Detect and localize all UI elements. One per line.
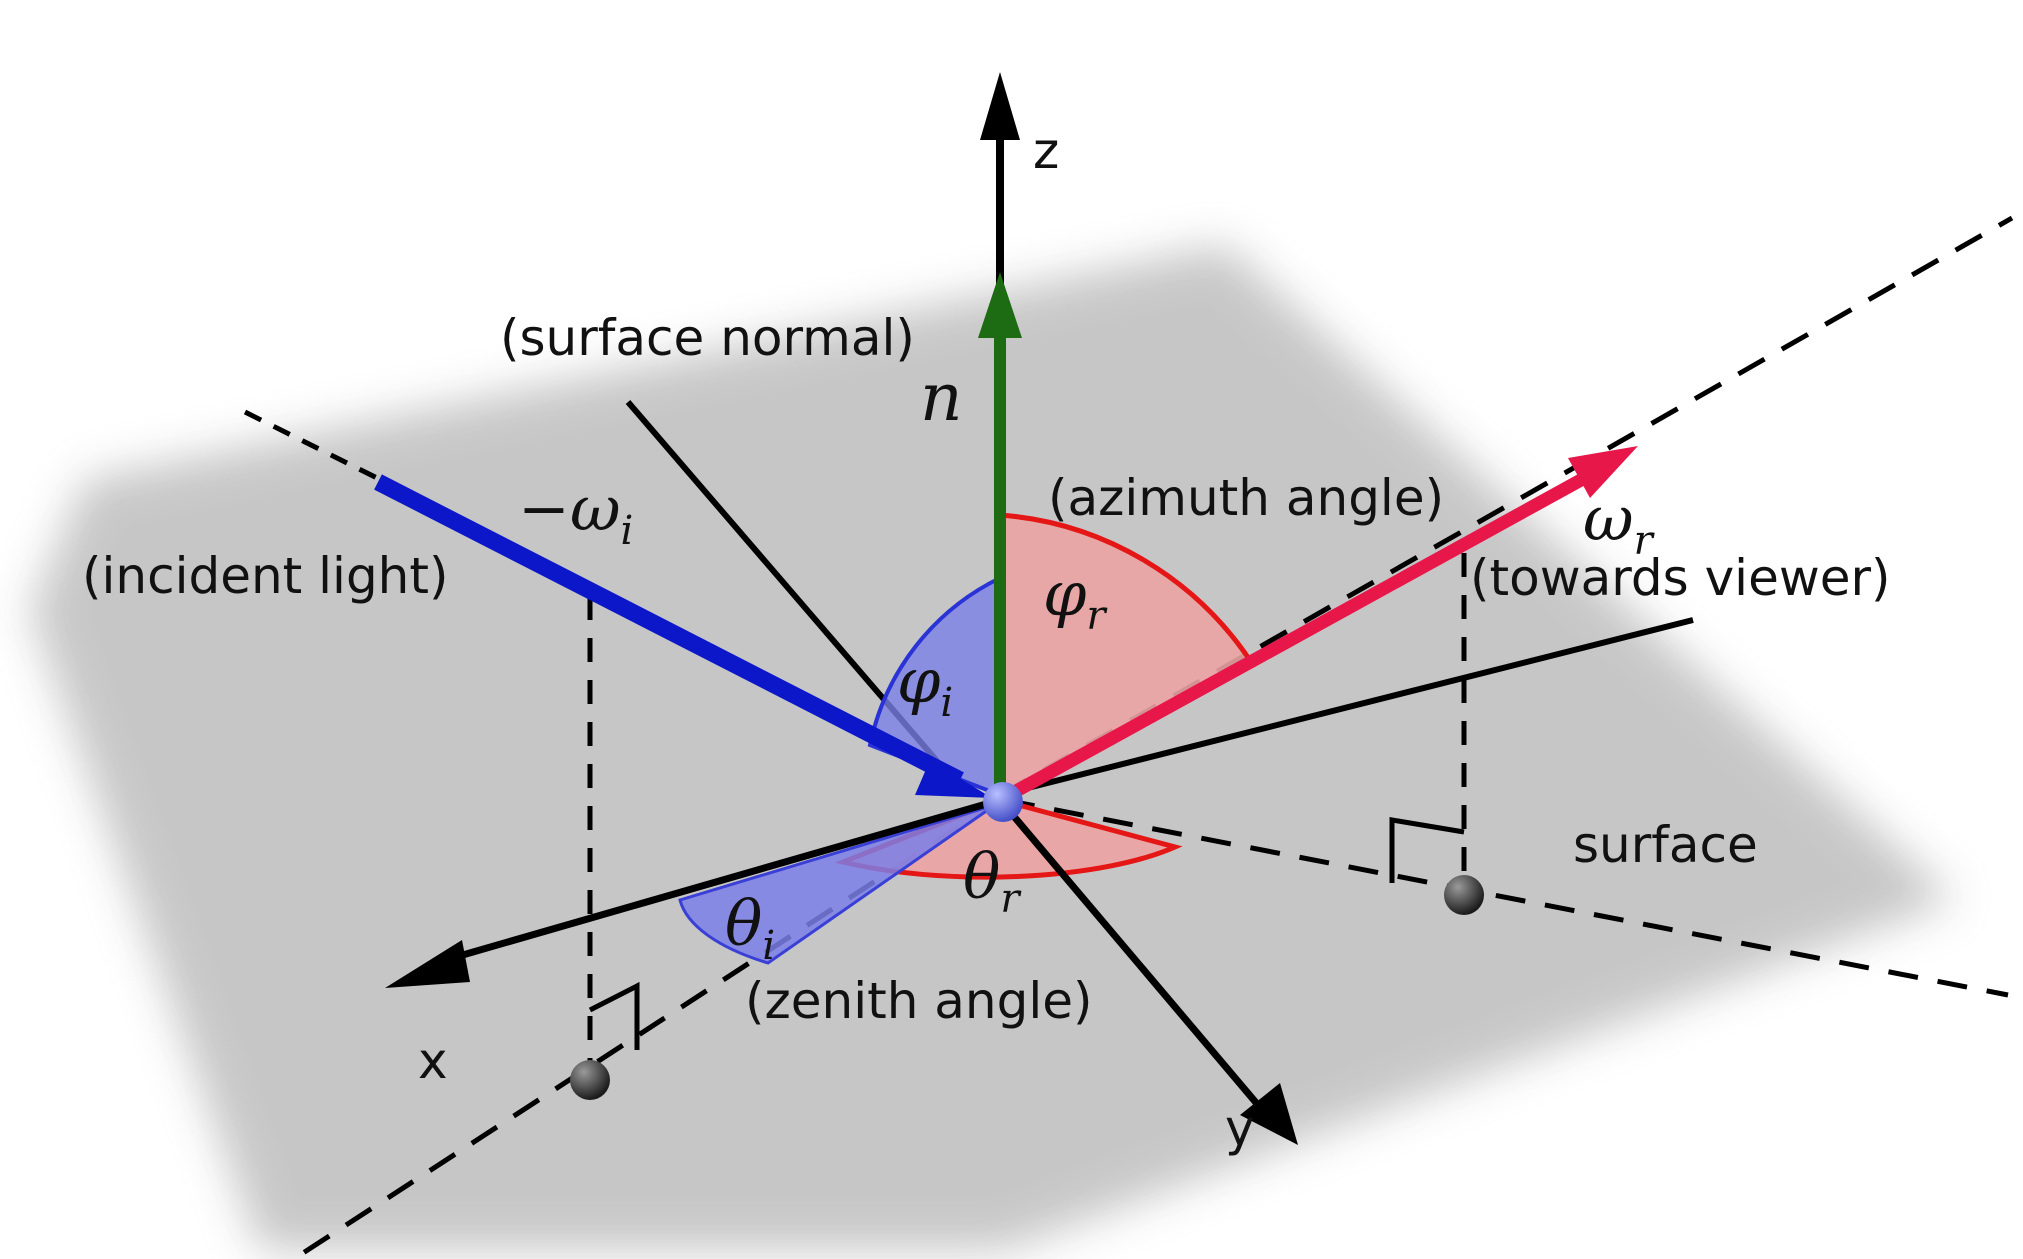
- normal-symbol: n: [920, 359, 963, 436]
- omega-glyph: ω: [570, 472, 621, 545]
- x-axis-dashed-extension: [998, 215, 2014, 798]
- theta-r-symbol: θr: [963, 840, 1022, 922]
- right-angle-marker-left: [588, 981, 640, 1050]
- reflected-projection-dashed-line: [1004, 797, 2009, 998]
- x-axis-line: [434, 796, 1001, 967]
- x-axis-arrowhead: [385, 940, 470, 988]
- y-axis-dashed-extension: [298, 797, 1002, 1258]
- z-axis-label: z: [1033, 122, 1059, 180]
- y-axis-negative-line: [999, 617, 1694, 798]
- sub-i: i: [621, 508, 634, 554]
- sub-i: i: [762, 923, 775, 969]
- normal-vector-arrowhead: [978, 272, 1022, 338]
- theta-i-symbol: θi: [725, 887, 775, 969]
- omega-glyph: ω: [1583, 482, 1634, 555]
- incident-vector-arrowhead: [915, 760, 992, 798]
- incident-dashed-extension: [243, 409, 387, 485]
- phi-i-symbol: φi: [897, 644, 953, 726]
- right-angle-marker-right: [1389, 817, 1465, 883]
- towards-viewer-label: (towards viewer): [1470, 549, 1891, 607]
- phi-glyph: φ: [1043, 557, 1087, 630]
- reflected-foot-point: [1444, 875, 1484, 915]
- theta-glyph: θ: [963, 840, 1000, 913]
- phi-glyph: φ: [897, 644, 941, 717]
- phi-r-symbol: φr: [1043, 557, 1108, 639]
- omega-r-symbol: ωr: [1583, 482, 1656, 564]
- sub-r: r: [1634, 518, 1656, 564]
- z-axis-arrowhead: [980, 72, 1020, 140]
- theta-i-wedge: [678, 803, 996, 965]
- y-axis-line: [997, 797, 1261, 1108]
- theta-glyph: θ: [725, 887, 762, 960]
- y-axis-label: y: [1225, 1099, 1255, 1157]
- azimuth-angle-label: (azimuth angle): [1048, 469, 1444, 527]
- phi-r-wedge: [997, 512, 1257, 800]
- surface-label: surface: [1573, 816, 1758, 874]
- phi-i-wedge: [867, 574, 1002, 798]
- incident-vector-line: [374, 474, 964, 788]
- sub-i: i: [940, 680, 953, 726]
- surface-normal-label: (surface normal): [500, 309, 915, 367]
- x-axis-label: x: [418, 1032, 448, 1090]
- incident-light-label: (incident light): [82, 547, 448, 605]
- zenith-angle-label: (zenith angle): [745, 972, 1093, 1030]
- neg-sign: −: [518, 472, 570, 545]
- sub-r: r: [1086, 593, 1108, 639]
- incident-foot-point: [570, 1060, 610, 1100]
- reflected-vector-arrowhead: [1568, 446, 1638, 498]
- sub-r: r: [1000, 876, 1022, 922]
- origin-point: [983, 782, 1023, 822]
- neg-omega-i-symbol: −ωi: [518, 472, 633, 554]
- reflected-vector-line: [996, 469, 1594, 806]
- y-axis-arrowhead: [1240, 1083, 1298, 1145]
